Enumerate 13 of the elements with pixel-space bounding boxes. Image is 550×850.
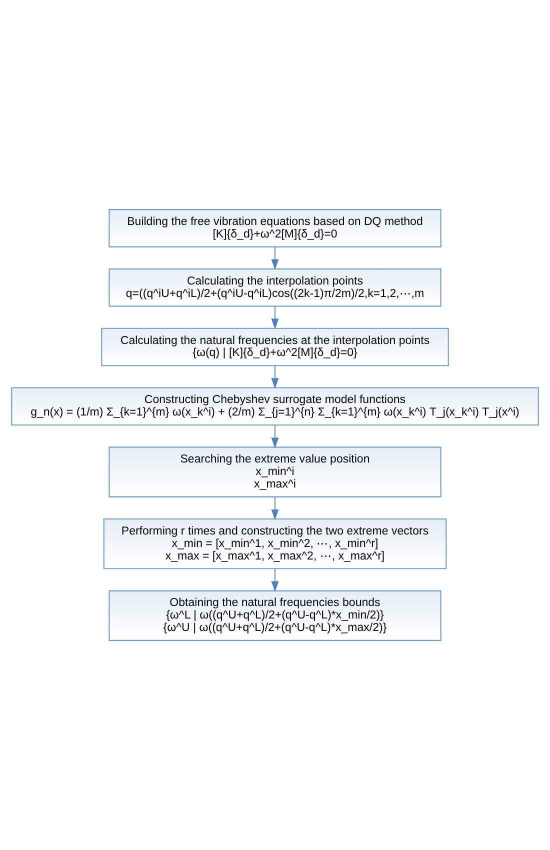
node-box: Calculating the natural frequencies at the interpolation points {ω(q) | [K]{δ_d}+ω^2[M]{δ_d}=0} — [101, 328, 449, 366]
node-box: Constructing Chebyshev surrogate model functions g_n(x) = (1/m) Σ_{k=1}^{m} ω(x_k^i) + (2/m) Σ_{j=1}^{n} Σ_{k=1}^{m} ω(x_k^i) T_j(x_k^i) T_j(x^i) — [11, 387, 539, 426]
node-box: Calculating the interpolation points q=((q^iU+q^iL)/2+(q^iU-q^iL)cos((2k-1)π/2m)/2,k=1,2,⋯,m — [108, 268, 442, 307]
arrow — [271, 496, 279, 520]
arrow — [271, 365, 279, 389]
node-box: Searching the extreme value position x_min^i x_max^i — [108, 446, 442, 498]
arrow — [271, 568, 279, 592]
arrow — [271, 306, 279, 330]
node-box: Building the free vibration equations based on DQ method [K]{δ_d}+ω^2[M]{δ_d}=0 — [108, 209, 442, 248]
arrow — [271, 246, 279, 270]
node-box: Obtaining the natural frequencies bounds {ω^L | ω((q^U+q^L)/2+(q^U-q^L)*x_min/2)} {ω^U | ω((q^U+q^L)/2+(q^U-q^L)*x_max/2)} — [108, 590, 442, 641]
node-box: Performing r times and constructing the two extreme vectors x_min = [x_min^1, x_min^2, ⋯, x_min^r] x_max = [x_max^1, x_max^2, ⋯, x_max^r] — [103, 518, 447, 570]
arrow — [271, 424, 279, 448]
